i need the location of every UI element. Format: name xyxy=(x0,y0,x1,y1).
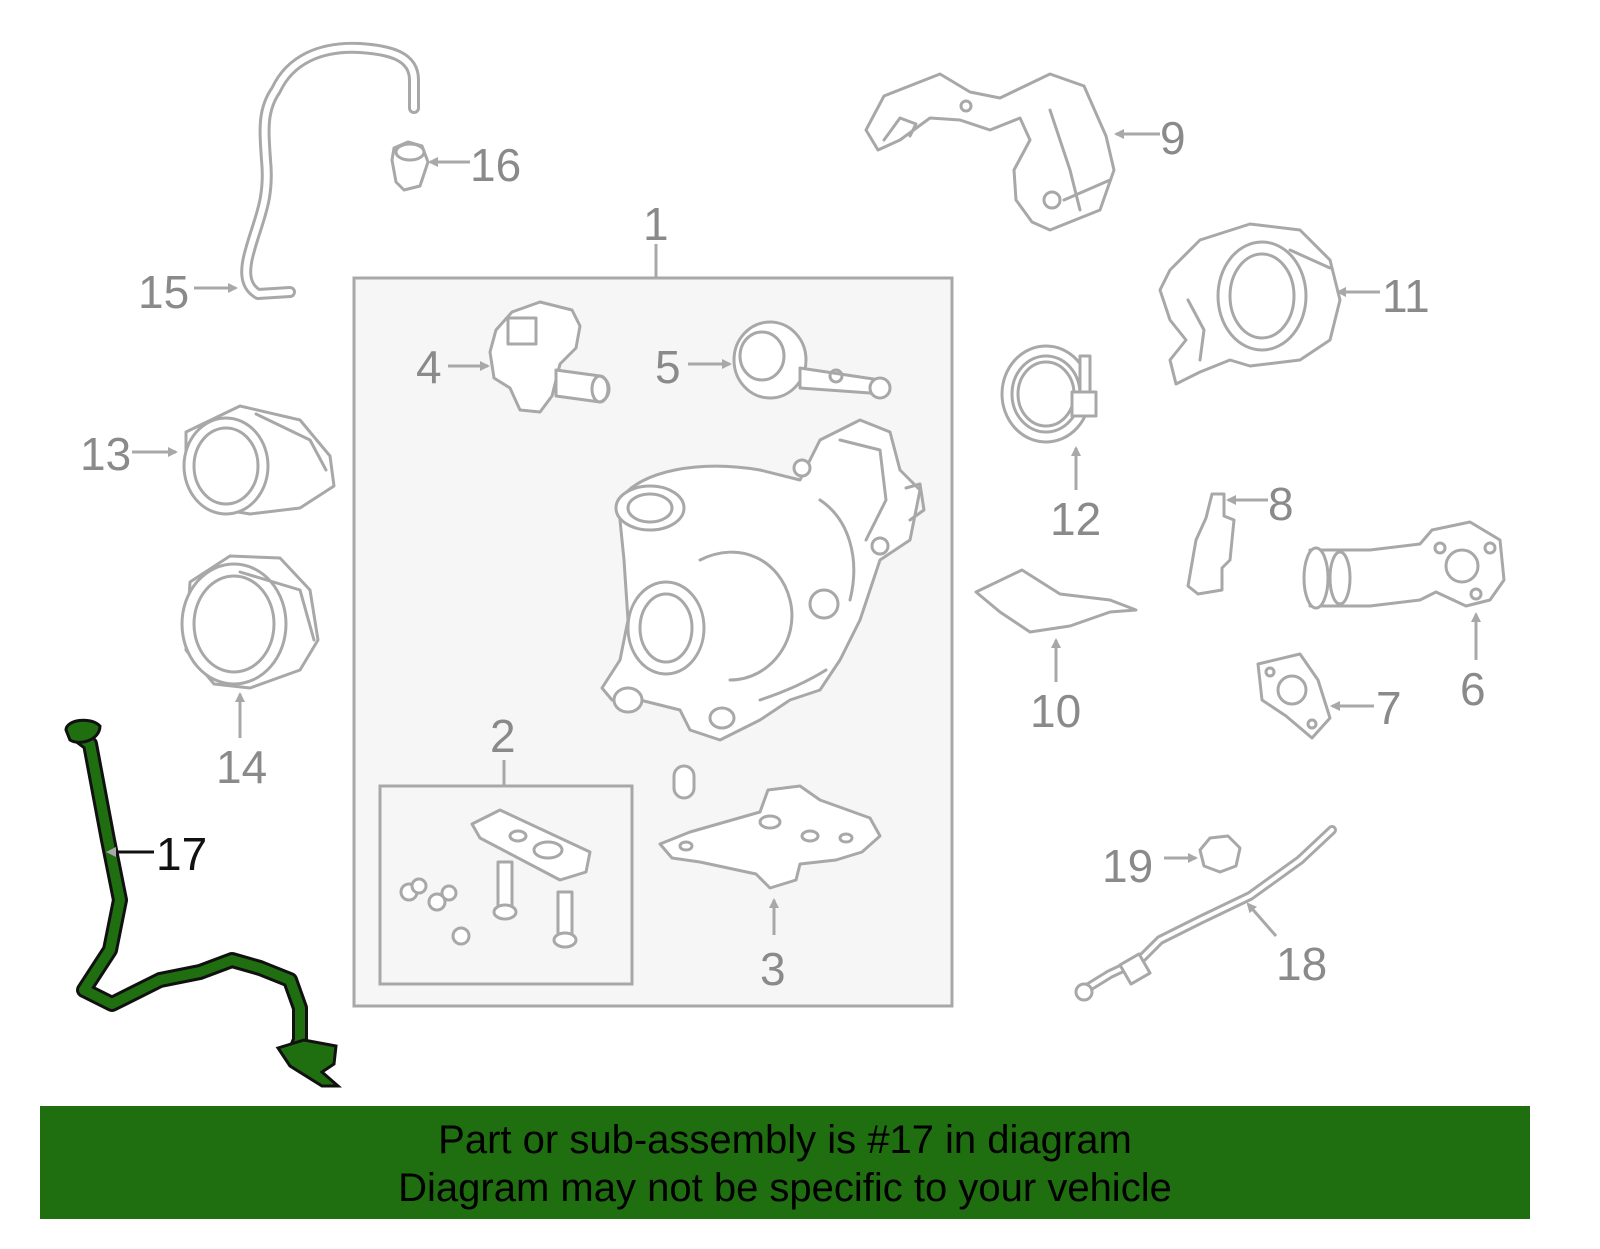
part-14-coupler[interactable] xyxy=(180,554,320,690)
part-15-hose[interactable] xyxy=(240,41,420,300)
callout-12[interactable]: 12 xyxy=(1050,493,1101,545)
callout-16[interactable]: 16 xyxy=(470,139,521,191)
callout-15[interactable]: 15 xyxy=(138,266,189,318)
callout-3[interactable]: 3 xyxy=(760,943,786,995)
part-16-cap[interactable] xyxy=(390,140,430,192)
callout-6[interactable]: 6 xyxy=(1460,663,1486,715)
part-12-clamp[interactable] xyxy=(1000,344,1098,444)
part-3-mounting-gasket[interactable] xyxy=(658,764,882,890)
part-11-inlet-elbow[interactable] xyxy=(1158,222,1342,386)
part-6-pipe[interactable] xyxy=(1302,520,1506,610)
part-13-coupler[interactable] xyxy=(182,404,336,516)
part-19-cap[interactable] xyxy=(1198,834,1242,874)
part-17-oil-line[interactable] xyxy=(64,718,342,1088)
callout-4[interactable]: 4 xyxy=(416,341,442,393)
part-8-sensor[interactable] xyxy=(1186,492,1236,596)
callout-10[interactable]: 10 xyxy=(1030,685,1081,737)
part-18-tube[interactable] xyxy=(1074,825,1337,1002)
callout-19[interactable]: 19 xyxy=(1102,840,1153,892)
callout-17[interactable]: 17 xyxy=(156,828,207,880)
callout-11[interactable]: 11 xyxy=(1382,270,1430,322)
callout-14[interactable]: 14 xyxy=(216,741,267,793)
disclaimer-banner: Part or sub-assembly is #17 in diagram D… xyxy=(40,1106,1530,1219)
callout-5[interactable]: 5 xyxy=(655,341,681,393)
callout-9[interactable]: 9 xyxy=(1160,112,1186,164)
banner-line-2: Diagram may not be specific to your vehi… xyxy=(398,1166,1172,1210)
turbocharger-illustration[interactable] xyxy=(600,418,926,742)
callout-13[interactable]: 13 xyxy=(80,428,131,480)
callout-18[interactable]: 18 xyxy=(1276,938,1327,990)
hardware-kit-parts[interactable] xyxy=(399,808,592,949)
part-4-actuator[interactable] xyxy=(488,300,611,414)
callout-1[interactable]: 1 xyxy=(643,198,669,250)
callout-2[interactable]: 2 xyxy=(490,710,516,762)
callout-8[interactable]: 8 xyxy=(1268,478,1294,530)
part-10-bracket[interactable] xyxy=(974,568,1138,634)
part-5-sensor[interactable] xyxy=(732,320,892,400)
banner-line-1: Part or sub-assembly is #17 in diagram xyxy=(438,1118,1132,1162)
callout-7[interactable]: 7 xyxy=(1376,682,1402,734)
part-9-heat-shield[interactable] xyxy=(864,72,1116,232)
part-7-gasket[interactable] xyxy=(1256,652,1332,740)
